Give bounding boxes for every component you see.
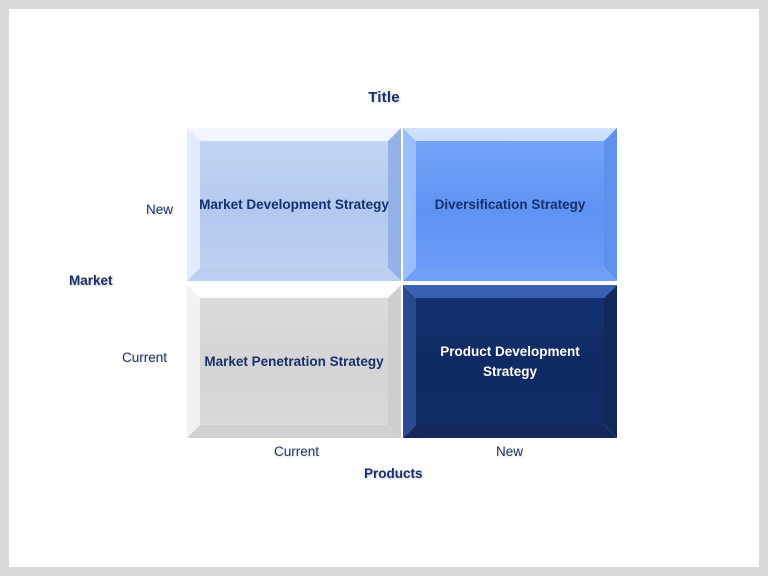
x-axis-tick-new: New	[496, 444, 524, 459]
quadrant-label: Product Development Strategy	[440, 343, 580, 379]
y-axis-title: Market	[69, 273, 113, 288]
x-axis-title: Products	[364, 466, 423, 481]
quadrant-market-development[interactable]: Market Development Strategy	[187, 128, 401, 281]
bevel-frame	[187, 128, 401, 281]
quadrant-diversification[interactable]: Diversification Strategy	[403, 128, 617, 281]
y-axis-tick-new: New	[146, 202, 174, 217]
slide-canvas: Title Market Development Strategy	[9, 9, 759, 567]
quadrant-label: Diversification Strategy	[434, 196, 586, 212]
quadrant-product-development[interactable]: Product Development Strategy	[403, 285, 617, 438]
bevel-frame	[403, 128, 617, 281]
quadrant-label: Market Penetration Strategy	[204, 353, 384, 369]
ansoff-matrix: Market Development Strategy Diversificat…	[187, 128, 627, 446]
quadrant-fill	[416, 298, 604, 425]
quadrant-fill	[200, 141, 388, 268]
quadrant-fill	[200, 298, 388, 425]
page-title: Title	[368, 89, 400, 106]
x-axis-tick-current: Current	[274, 444, 320, 459]
quadrant-fill	[416, 141, 604, 268]
y-axis-tick-current: Current	[122, 350, 168, 365]
bevel-frame	[187, 285, 401, 438]
bevel-frame	[403, 285, 617, 438]
quadrant-label: Market Development Strategy	[199, 196, 389, 212]
quadrant-market-penetration[interactable]: Market Penetration Strategy	[187, 285, 401, 438]
